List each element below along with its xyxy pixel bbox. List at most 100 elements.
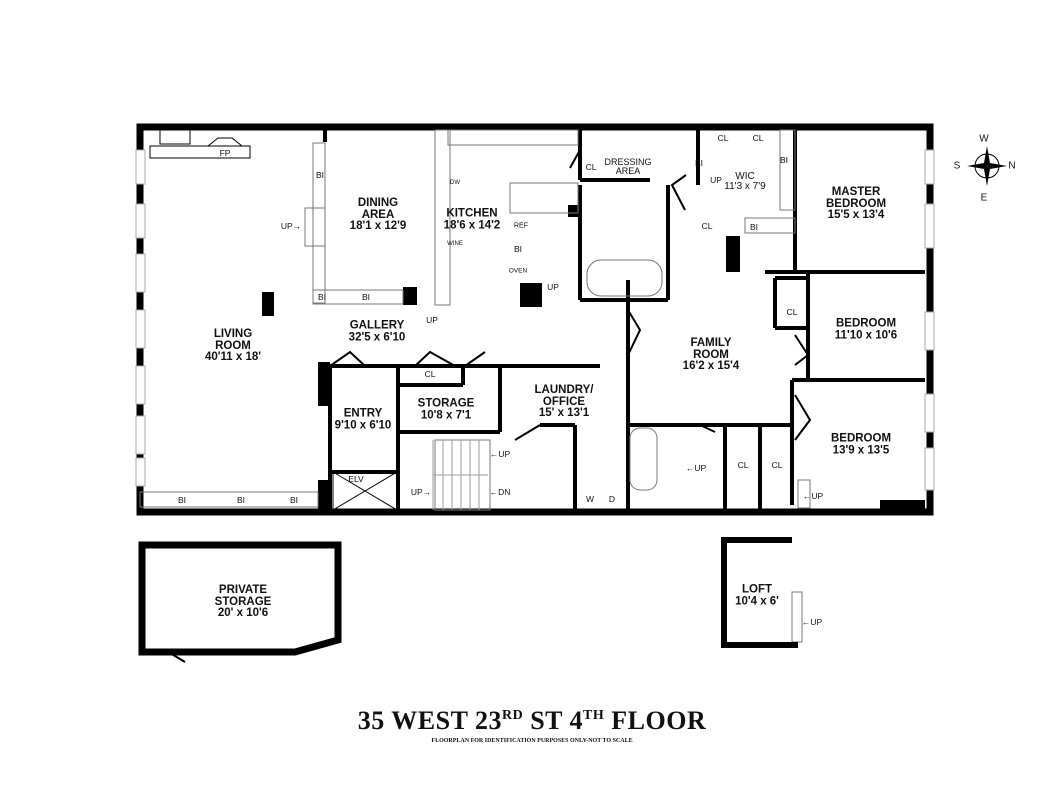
windows-left: [135, 149, 146, 487]
closet-label: CL: [701, 221, 713, 231]
fireplace-label: FP: [219, 148, 231, 158]
room-gallery-name: GALLERY: [349, 319, 405, 332]
room-master-name-2: BEDROOM: [825, 197, 887, 210]
fireplace: [149, 129, 251, 159]
room-laundry-dim: 15' x 13'1: [538, 406, 590, 419]
compass-east: E: [980, 192, 988, 204]
room-dining-name-2: AREA: [361, 208, 395, 221]
room-wic: WIC 11'3 x 7'9: [724, 172, 765, 192]
room-living: LIVING ROOM 40'11 x 18': [205, 327, 261, 364]
compass-south: S: [953, 160, 961, 172]
room-master-bedroom: MASTER BEDROOM 15'5 x 13'4: [825, 186, 887, 222]
windows-right: [924, 149, 935, 491]
room-living-name-2: ROOM: [215, 339, 251, 352]
stair-up-label: ←UP: [801, 617, 823, 627]
builtin-label: BI: [315, 170, 325, 180]
oven-label: OVEN: [508, 267, 528, 275]
room-family-name-2: ROOM: [693, 348, 729, 361]
room-kitchen-dim: 18'6 x 14'2: [443, 219, 501, 231]
compass-north: N: [1008, 160, 1016, 172]
title-ordinal-th: TH: [583, 708, 605, 723]
closet-label: CL: [752, 133, 764, 143]
room-bedroom-2-name: BEDROOM: [835, 317, 897, 330]
elevator: [332, 471, 398, 511]
room-loft-name: LOFT: [741, 583, 773, 596]
main-unit-outline: [136, 123, 934, 516]
builtin-label: BI: [779, 155, 789, 165]
room-living-dim: 40'11 x 18': [205, 350, 261, 363]
title-street: ST 4: [523, 706, 584, 735]
interior-walls: [323, 127, 925, 512]
title-floor: FLOOR: [604, 706, 707, 735]
room-private-storage: PRIVATE STORAGE 20' x 10'6: [214, 583, 272, 620]
room-dressing-name-2: AREA: [615, 166, 641, 176]
builtin-label: BI: [177, 495, 187, 505]
closet-label: CL: [717, 133, 729, 143]
builtin-label: BI: [236, 495, 246, 505]
room-loft-dim: 10'4 x 6': [735, 595, 779, 607]
stair-down-label: ←DN: [489, 487, 511, 497]
closet-label: CL: [786, 307, 798, 317]
compass-west: W: [979, 133, 989, 145]
room-storage-dim: 10'8 x 7'1: [420, 409, 472, 421]
room-family: FAMILY ROOM 16'2 x 15'4: [683, 336, 740, 373]
elevator-label: ELV: [348, 474, 364, 484]
builtin-label: BI: [694, 158, 704, 168]
stair-up-label: ←UP: [489, 449, 511, 459]
stairs: [432, 440, 488, 510]
room-bedroom-3-name: BEDROOM: [830, 432, 892, 445]
loft-outline: [721, 537, 798, 648]
room-dining-dim: 18'1 x 12'9: [349, 219, 407, 232]
room-kitchen: KITCHEN 18'6 x 14'2: [443, 207, 501, 232]
builtin-label: BI: [361, 292, 371, 302]
builtin-label: BI: [749, 222, 759, 232]
wine-fridge-label: WINE: [447, 241, 463, 247]
room-laundry-office: LAUNDRY/ OFFICE 15' x 13'1: [534, 383, 594, 420]
stair-up-label: UP: [426, 315, 438, 325]
dishwasher-label: DW: [450, 180, 460, 186]
washer-label: W: [585, 494, 595, 504]
room-laundry-name-2: OFFICE: [542, 395, 586, 408]
room-private-storage-name-2: STORAGE: [214, 595, 272, 608]
room-private-storage-name-1: PRIVATE: [218, 583, 268, 596]
room-dressing: DRESSING AREA: [604, 158, 651, 176]
stair-up-label: UP→: [410, 487, 432, 497]
room-entry-name: ENTRY: [343, 407, 383, 420]
stair-up-label: UP: [547, 282, 559, 292]
stair-up-label: ←UP: [802, 491, 824, 501]
room-bedroom-2: BEDROOM 11'10 x 10'6: [835, 317, 897, 342]
pillars: [262, 205, 925, 512]
compass-rose-icon: [967, 146, 1007, 186]
builtin-label: BI: [317, 292, 327, 302]
builtin-label: BI: [513, 244, 523, 254]
room-bedroom-3: BEDROOM 13'9 x 13'5: [830, 432, 892, 457]
title-ordinal-rd: RD: [501, 708, 524, 723]
stair-up-label: UP→: [280, 221, 302, 231]
room-family-name-1: FAMILY: [690, 336, 732, 349]
room-private-storage-dim: 20' x 10'6: [217, 606, 269, 619]
room-dressing-name-1: DRESSING: [604, 157, 652, 167]
floorplan-title: 35 WEST 23RD ST 4TH FLOOR: [0, 706, 1064, 736]
room-entry-dim: 9'10 x 6'10: [334, 419, 392, 431]
room-dining: DINING AREA 18'1 x 12'9: [349, 197, 407, 233]
closet-label: CL: [424, 369, 436, 379]
room-gallery: GALLERY 32'5 x 6'10: [349, 319, 406, 344]
builtin-label: BI: [289, 495, 299, 505]
room-storage-name: STORAGE: [417, 397, 475, 410]
closet-label: CL: [737, 460, 749, 470]
private-storage-outline: [138, 541, 342, 656]
room-kitchen-name: KITCHEN: [446, 207, 498, 220]
door-swings: [164, 149, 812, 663]
room-master-dim: 15'5 x 13'4: [827, 208, 885, 221]
stair-up-label: UP: [710, 175, 722, 185]
room-living-name-1: LIVING: [213, 327, 253, 340]
title-address: 35 WEST 23: [357, 706, 502, 735]
room-wic-dim: 11'3 x 7'9: [724, 181, 766, 192]
room-loft: LOFT 10'4 x 6': [735, 583, 779, 608]
closet-label: CL: [585, 162, 597, 172]
refrigerator-label: REF: [514, 222, 528, 230]
room-laundry-name-1: LAUNDRY/: [534, 383, 594, 396]
floorplan-disclaimer: FLOORPLAN FOR IDENTIFICATION PURPOSES ON…: [431, 738, 633, 744]
room-wic-name: WIC: [735, 171, 755, 182]
